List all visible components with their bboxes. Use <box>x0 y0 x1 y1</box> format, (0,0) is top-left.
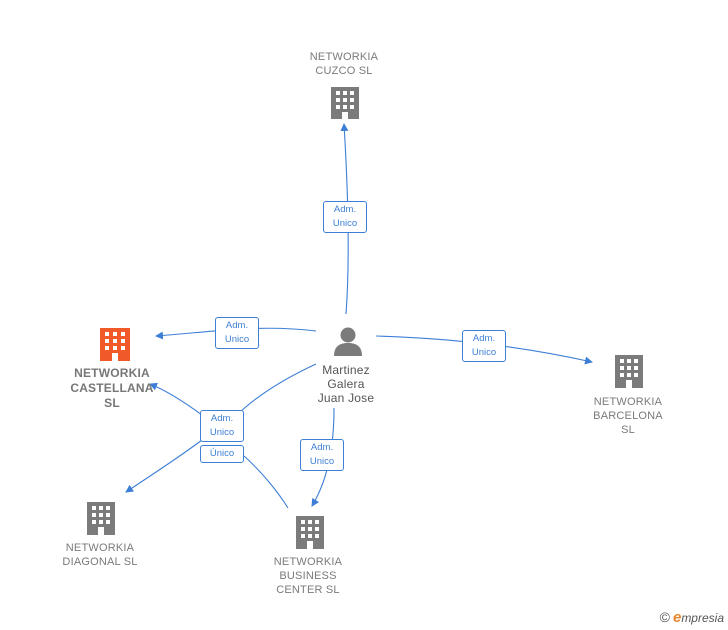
node-label-barcelona[interactable]: NETWORKIA BARCELONA SL <box>593 396 663 436</box>
node-label-diagonal[interactable]: NETWORKIA DIAGONAL SL <box>62 542 138 568</box>
edge-label-barcelona[interactable]: Adm. Unico <box>462 330 506 362</box>
edge-label-hub-b[interactable]: Único <box>200 445 244 463</box>
edge-label-castellana[interactable]: Adm. Unico <box>215 317 259 349</box>
edge-label-hub-a[interactable]: Adm. Unico <box>200 410 244 442</box>
building-icon-highlighted[interactable] <box>100 328 130 361</box>
node-label-castellana[interactable]: NETWORKIA CASTELLANA SL <box>70 366 154 410</box>
brand-name: mpresia <box>681 611 724 625</box>
building-icon[interactable] <box>331 87 359 119</box>
edge-label-cuzco[interactable]: Adm. Unico <box>323 201 367 233</box>
brand-initial: e <box>672 609 682 626</box>
edge-hub-diagonal <box>125 439 203 493</box>
node-label-cuzco[interactable]: NETWORKIA CUZCO SL <box>309 51 379 77</box>
building-icon[interactable] <box>615 355 643 388</box>
edge-person-hub <box>239 363 317 413</box>
person-icon[interactable] <box>334 327 362 357</box>
brand-watermark: ©empresia <box>660 609 724 626</box>
building-icon[interactable] <box>87 502 115 535</box>
building-icon[interactable] <box>296 516 324 549</box>
node-label-business[interactable]: NETWORKIA BUSINESS CENTER SL <box>273 556 343 596</box>
node-label-person[interactable]: Martinez Galera Juan Jose <box>317 363 375 405</box>
copyright-symbol: © <box>659 609 670 625</box>
edge-hub-business <box>243 455 289 509</box>
edge-label-business[interactable]: Adm. Unico <box>300 439 344 471</box>
